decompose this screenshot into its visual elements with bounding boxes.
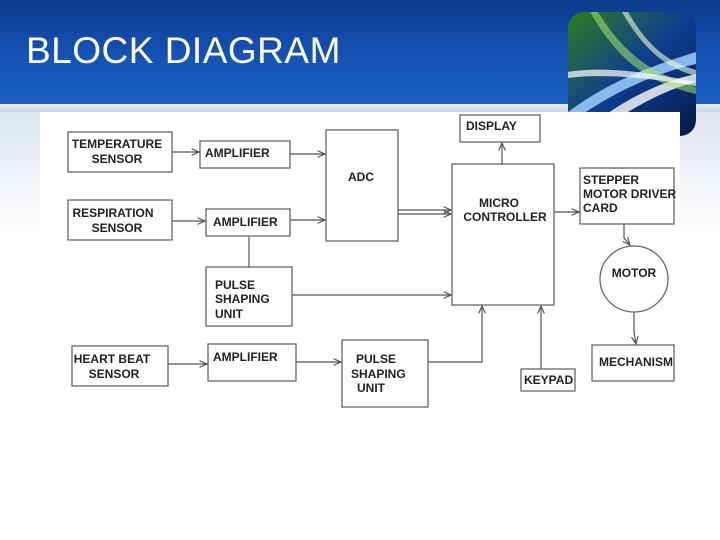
pulse2-to-mcu-arrow [428, 306, 482, 363]
adc-label: ADC [348, 170, 374, 184]
amplifier-2-label: AMPLIFIER [213, 215, 278, 229]
stepper-driver-block [579, 167, 675, 225]
adc-block [325, 129, 399, 242]
heart-beat-sensor-block [71, 345, 169, 387]
amplifier-3-label: AMPLIFIER [213, 350, 278, 364]
mechanism-label: MECHANISM [599, 355, 673, 369]
slide-title: BLOCK DIAGRAM [26, 30, 341, 71]
driver-to-motor-arrow [624, 224, 630, 245]
motor-to-mechanism-arrow [634, 312, 636, 344]
amplifier-1-label: AMPLIFIER [205, 146, 270, 160]
display-block [459, 114, 541, 143]
amplifier-2-block [205, 208, 291, 237]
micro-controller-block [451, 163, 555, 306]
header-divider [0, 104, 720, 112]
keypad-label: KEYPAD [524, 373, 573, 387]
respiration-sensor-block [67, 199, 173, 241]
motor-label: MOTOR [612, 266, 657, 280]
block-diagram-panel [40, 112, 680, 427]
pulse-shaping-2-block [341, 339, 429, 408]
keypad-block [520, 368, 576, 392]
display-label: DISPLAY [466, 119, 517, 133]
